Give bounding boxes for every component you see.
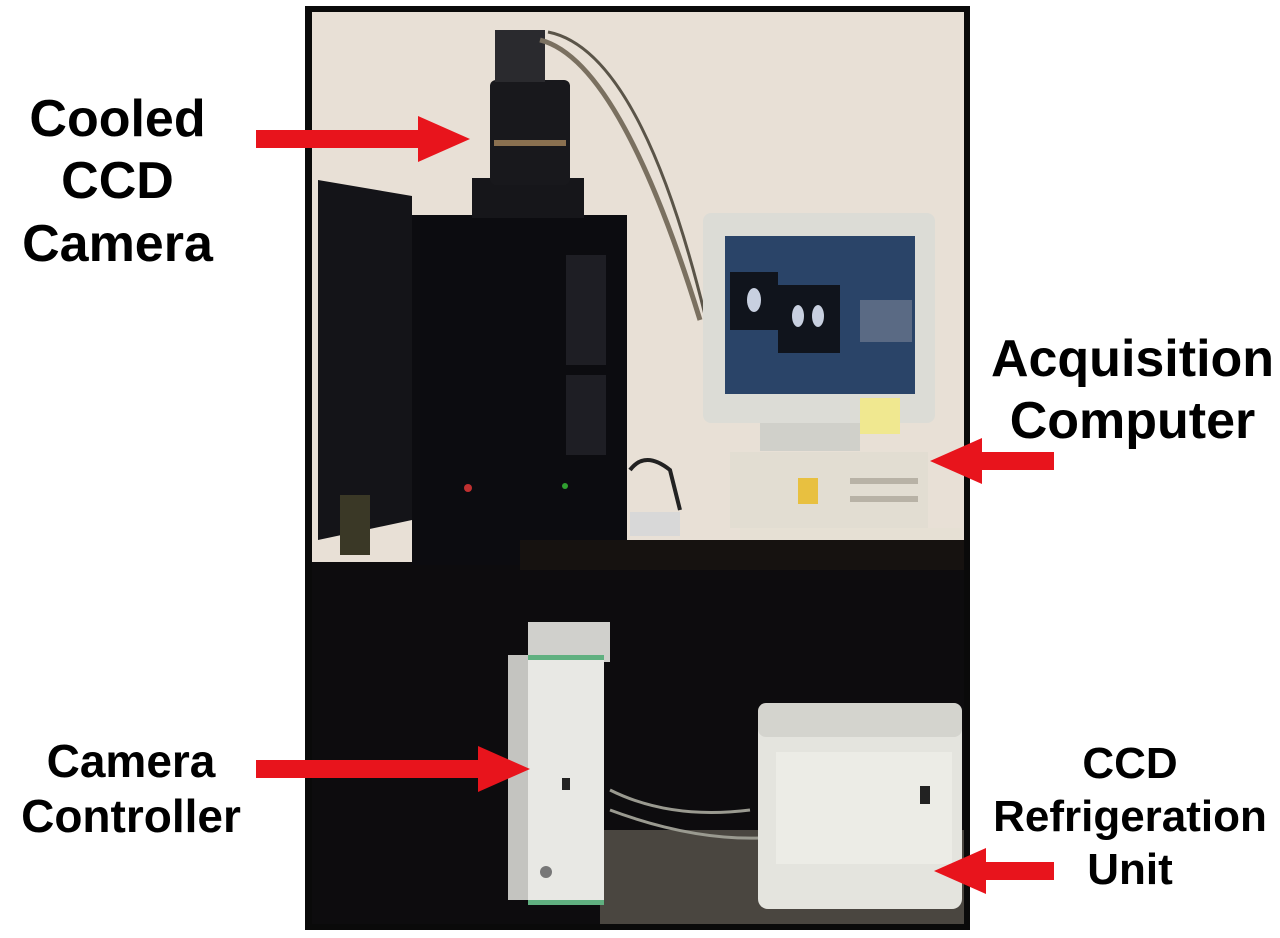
label-acquisition-computer: Acquisition Computer	[985, 328, 1280, 453]
enclosure-door	[318, 180, 412, 540]
arrow-left-icon	[934, 848, 1054, 894]
floor-cables	[609, 788, 761, 840]
camera-cable	[539, 37, 703, 321]
label-camera-controller: Camera Controller	[0, 734, 262, 844]
camera-ring	[494, 140, 566, 146]
screen-panel	[860, 300, 912, 342]
camera-body	[490, 80, 570, 185]
label-line: Camera	[46, 735, 216, 787]
label-line: Camera	[22, 214, 213, 273]
drive-bay	[850, 478, 918, 484]
label-ccd-refrigeration-unit: CCD Refrigeration Unit	[980, 738, 1280, 896]
label-line: Unit	[1087, 844, 1173, 894]
enclosure-panel	[566, 255, 606, 365]
controller-logo	[540, 866, 552, 878]
drive-bay	[850, 496, 918, 502]
screen-spot	[792, 305, 804, 327]
controller-button	[562, 778, 570, 790]
label-line: Cooled	[29, 90, 206, 148]
desk-device	[630, 512, 680, 536]
indicator-light	[562, 483, 568, 489]
label-line: Acquisition	[990, 330, 1275, 388]
indicator-light	[464, 484, 472, 492]
unit-front-panel	[776, 752, 952, 864]
unit-top	[758, 703, 962, 737]
arrow-right-icon	[256, 116, 470, 162]
camera-connectors	[495, 30, 545, 82]
unit-handle	[920, 786, 930, 804]
arrow-left-icon	[930, 438, 1054, 484]
label-line: CCD	[61, 152, 174, 211]
label-line: CCD	[1082, 739, 1178, 788]
monitor-stand	[760, 423, 860, 451]
desk-cable	[628, 458, 682, 511]
arrow-right-icon	[256, 746, 530, 792]
label-cooled-ccd-camera: Cooled CCD Camera	[0, 88, 235, 275]
bottle	[340, 495, 370, 555]
screen-spot	[747, 288, 761, 312]
camera-cable	[547, 30, 707, 316]
label-line: Controller	[21, 790, 241, 843]
warning-sticker	[798, 478, 818, 504]
label-line: Computer	[1009, 392, 1256, 451]
label-line: Refrigeration	[993, 791, 1267, 841]
controller-stripe	[528, 900, 604, 905]
screen-spot	[812, 305, 824, 327]
screen-window	[778, 285, 840, 353]
controller-stripe	[528, 655, 604, 660]
enclosure-panel	[566, 375, 606, 455]
sticky-note	[860, 398, 900, 434]
computer-case	[730, 452, 928, 528]
desk-top	[520, 540, 964, 570]
